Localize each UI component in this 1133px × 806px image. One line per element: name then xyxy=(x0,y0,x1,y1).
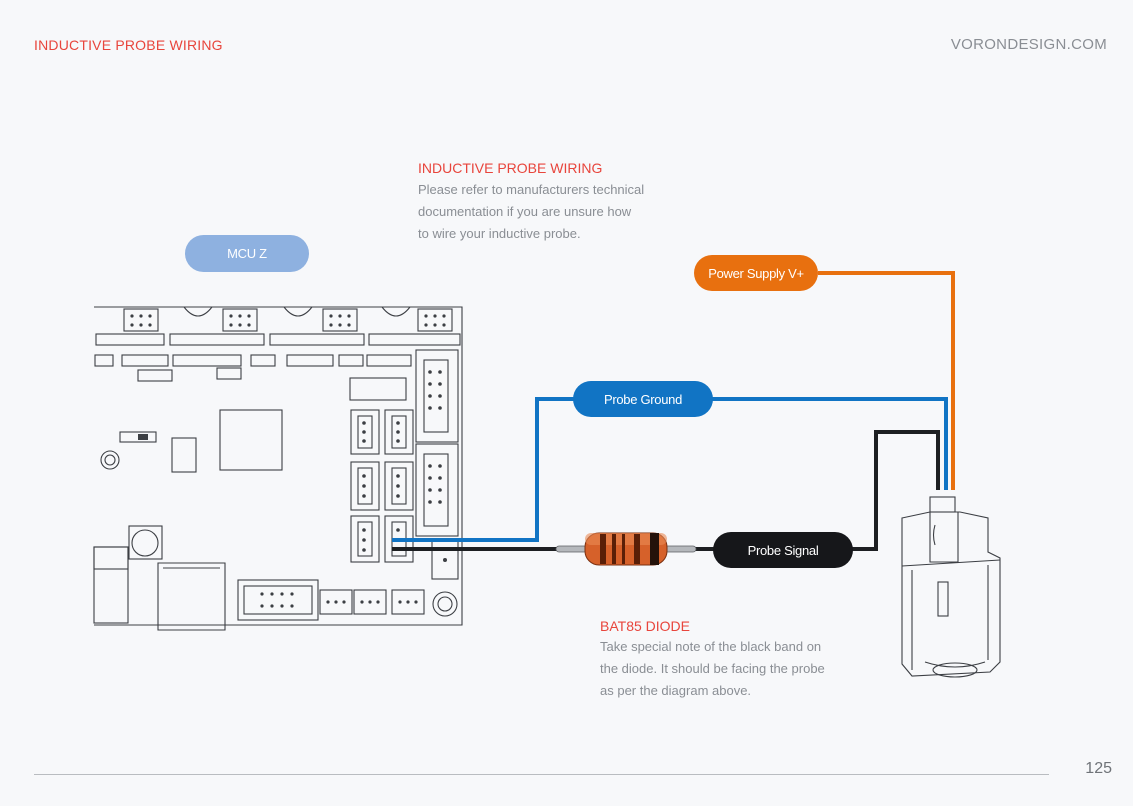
board-pin-dots xyxy=(130,314,447,608)
power-wire xyxy=(818,271,955,490)
wiring-note-title: INDUCTIVE PROBE WIRING xyxy=(418,160,603,176)
svg-text:Probe Signal: Probe Signal xyxy=(748,543,819,558)
wiring-note-body: Please refer to manufacturers technical … xyxy=(418,182,645,241)
probe-signal-label: Probe Signal xyxy=(713,532,853,568)
svg-text:MCU Z: MCU Z xyxy=(227,246,267,261)
svg-text:Probe Ground: Probe Ground xyxy=(604,392,682,407)
ground-wire xyxy=(392,397,948,542)
header-site-name: VORONDESIGN.COM xyxy=(950,36,1107,53)
mcu-label: MCU Z xyxy=(185,235,309,272)
footer-rule xyxy=(34,774,1049,775)
header-section-title: INDUCTIVE PROBE WIRING xyxy=(34,37,223,53)
svg-text:Power Supply V+: Power Supply V+ xyxy=(708,266,804,281)
diode-note-body: Take special note of the black band on t… xyxy=(600,639,825,698)
probe-ground-label: Probe Ground xyxy=(573,381,713,417)
wires xyxy=(392,271,955,551)
page-number: 125 xyxy=(1085,760,1112,777)
signal-wire-probe xyxy=(690,430,940,551)
power-supply-label: Power Supply V+ xyxy=(694,255,818,291)
inductive-probe xyxy=(901,496,1001,678)
bat85-diode xyxy=(555,532,697,566)
diode-note-title: BAT85 DIODE xyxy=(600,618,690,634)
controller-board xyxy=(93,306,463,631)
